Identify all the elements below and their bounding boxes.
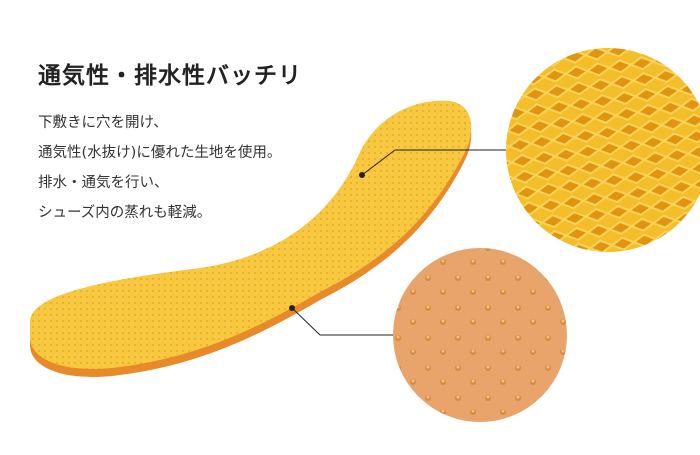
- description-line: 排水・通気を行い、: [38, 175, 169, 191]
- mesh-callout: [359, 48, 700, 252]
- mesh-closeup-circle: [506, 48, 700, 252]
- description-line: シューズ内の蒸れも軽減。: [38, 205, 212, 221]
- description-line: 下敷きに穴を開け、: [38, 115, 168, 131]
- description: 下敷きに穴を開け、 通気性(水抜け)に優れた生地を使用。 排水・通気を行い、 シ…: [38, 108, 281, 228]
- foam-callout: [289, 248, 567, 422]
- description-line: 通気性(水抜け)に優れた生地を使用。: [38, 145, 282, 161]
- foam-closeup-circle: [393, 248, 567, 422]
- page-title: 通気性・排水性バッチリ: [38, 63, 302, 89]
